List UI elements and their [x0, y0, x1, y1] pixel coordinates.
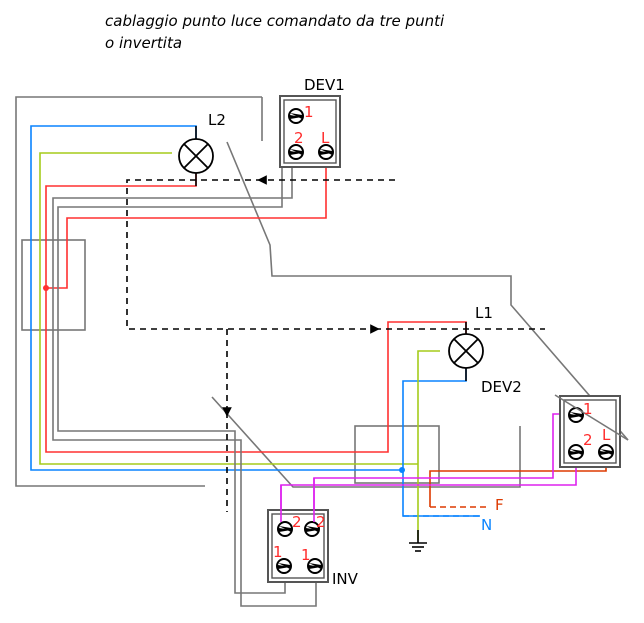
- terminal-icon: [568, 444, 584, 460]
- wire-traveller-dev1-2: [52, 160, 317, 607]
- wire-earth-l2: [39, 152, 418, 465]
- dev2-terminal-2-label: 2: [583, 431, 593, 449]
- inv-terminal-2b-label: 2: [316, 513, 326, 531]
- lamp-l2-label: L2: [208, 111, 226, 129]
- inv-label: INV: [332, 570, 359, 588]
- dev2-terminal-1-label: 1: [583, 400, 593, 418]
- wire-traveller-dev1-1: [57, 115, 288, 594]
- dev1-label: DEV1: [304, 76, 345, 94]
- dev1-terminal-2-label: 2: [294, 129, 304, 147]
- diagram-title-line2: o invertita: [105, 34, 182, 52]
- wire-neutral-l2: [30, 125, 402, 471]
- wire-earth-l1: [417, 350, 440, 540]
- lamp-l2: [178, 126, 214, 186]
- inverter-inv: [267, 509, 329, 583]
- wire-dev1-l: [46, 160, 327, 289]
- supply-phase-label: F: [495, 496, 504, 514]
- lamp-l1-label: L1: [475, 304, 493, 322]
- wire-neutral-l1: [402, 368, 480, 517]
- earth-ground-icon: [409, 530, 427, 552]
- terminal-icon: [318, 144, 334, 160]
- dev1-terminal-1-label: 1: [304, 103, 314, 121]
- junction-dot-red: [43, 285, 49, 291]
- inv-terminal-1b-label: 1: [301, 546, 311, 564]
- control-line-to-l1: [126, 179, 380, 334]
- terminal-icon: [288, 108, 304, 124]
- conduit-diagonal-bottom: [211, 396, 521, 488]
- inv-terminal-2a-label: 2: [292, 513, 302, 531]
- terminal-icon: [277, 521, 293, 537]
- diagram-title-line1: cablaggio punto luce comandato da tre pu…: [105, 12, 445, 30]
- terminal-icon: [288, 144, 304, 160]
- conduit-outer-left: [15, 96, 262, 487]
- deviator-dev2: [559, 395, 621, 468]
- terminal-icon: [598, 444, 614, 460]
- deviator-dev1: [279, 95, 341, 168]
- dev2-terminal-l-label: L: [602, 426, 611, 444]
- conduit-diagonal-right: [226, 141, 629, 441]
- inv-terminal-1a-label: 1: [273, 543, 283, 561]
- supply-neutral-label: N: [481, 516, 492, 534]
- wire-return-l2-l1: [45, 171, 467, 453]
- dev2-label: DEV2: [481, 378, 522, 396]
- lamp-l1: [448, 322, 484, 381]
- dev1-terminal-l-label: L: [321, 129, 330, 147]
- junction-box-center: [354, 425, 440, 484]
- conduit-diagonal-dev2-overlap: [554, 394, 629, 441]
- junction-dot-blue: [399, 467, 405, 473]
- terminal-icon: [276, 558, 292, 574]
